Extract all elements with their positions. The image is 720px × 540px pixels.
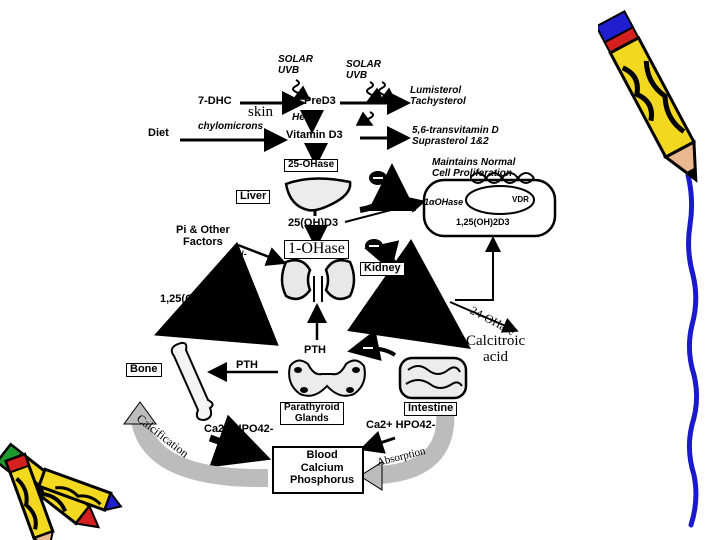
intestine-icon	[398, 356, 468, 400]
125-oh-left-label: 1,25(OH)2D3	[160, 293, 226, 305]
blood-label: Blood Calcium Phosphorus	[290, 449, 355, 487]
chylomicrons-label: chylomicrons	[198, 121, 264, 132]
minus-icon-pth	[359, 341, 377, 355]
lumisterol-label: Lumisterol Tachysterol	[410, 85, 466, 107]
liver-label: Liver	[236, 190, 271, 204]
solar-uvb-label-1: SOLAR UVB	[278, 54, 313, 76]
pth-left-label: PTH	[236, 359, 258, 371]
ca-hpo-right-label: Ca2+ HPO42-	[366, 419, 436, 431]
bone-label: Bone	[126, 363, 162, 377]
intestine-label: Intestine	[404, 402, 458, 416]
kidney-label: Kidney	[360, 262, 405, 276]
maintains-label: Maintains Normal Cell Proliferation	[432, 157, 516, 179]
liver-icon	[284, 177, 352, 212]
blood-box	[272, 446, 364, 494]
bone-icon	[170, 341, 214, 422]
vdr-label: VDR	[512, 195, 529, 204]
plus-minus-label: +/-	[236, 249, 247, 259]
skin-label: skin	[248, 104, 274, 120]
25-oh-d3-label: 25(OH)D3	[288, 217, 339, 229]
25-ohase-label: 25-OHase	[284, 159, 339, 172]
parathyroid-icon	[288, 359, 366, 397]
1-ohase-label: 1-OHase	[284, 240, 349, 259]
kidney-icon	[280, 259, 356, 302]
calcitroic-label: Calcitroic acid	[466, 333, 526, 365]
7-dhc-label: 7-DHC	[198, 95, 232, 107]
minus-icon-liver	[369, 171, 387, 185]
cell-icon	[422, 178, 557, 238]
pth-top-label: PTH	[304, 344, 326, 356]
dna-icon	[470, 172, 535, 184]
1-alpha-ohase-label: 1αOHase	[424, 197, 464, 207]
pred3-label: PreD3	[304, 95, 336, 107]
vitamin-d3-label: Vitamin D3	[286, 129, 343, 141]
diet-label: Diet	[148, 127, 169, 139]
crayons-icon	[0, 442, 123, 540]
125-oh-right-label: 1,25(OH)2D3	[376, 295, 442, 307]
pi-factors-label: Pi & Other Factors	[176, 224, 230, 248]
heat-label: Heat	[292, 112, 314, 123]
parathyroid-label: Parathyroid Glands	[280, 402, 344, 425]
minus-icon-kidney	[365, 239, 383, 253]
pencil-icon	[598, 10, 698, 183]
ca-hpo-left-label: Ca2+ HPO42-	[204, 423, 274, 435]
125-oh-cell-label: 1,25(OH)2D3	[456, 217, 510, 227]
solar-uvb-label-2: SOLAR UVB	[346, 59, 381, 81]
transvitamin-label: 5,6-transvitamin D Suprasterol 1&2	[412, 125, 499, 147]
